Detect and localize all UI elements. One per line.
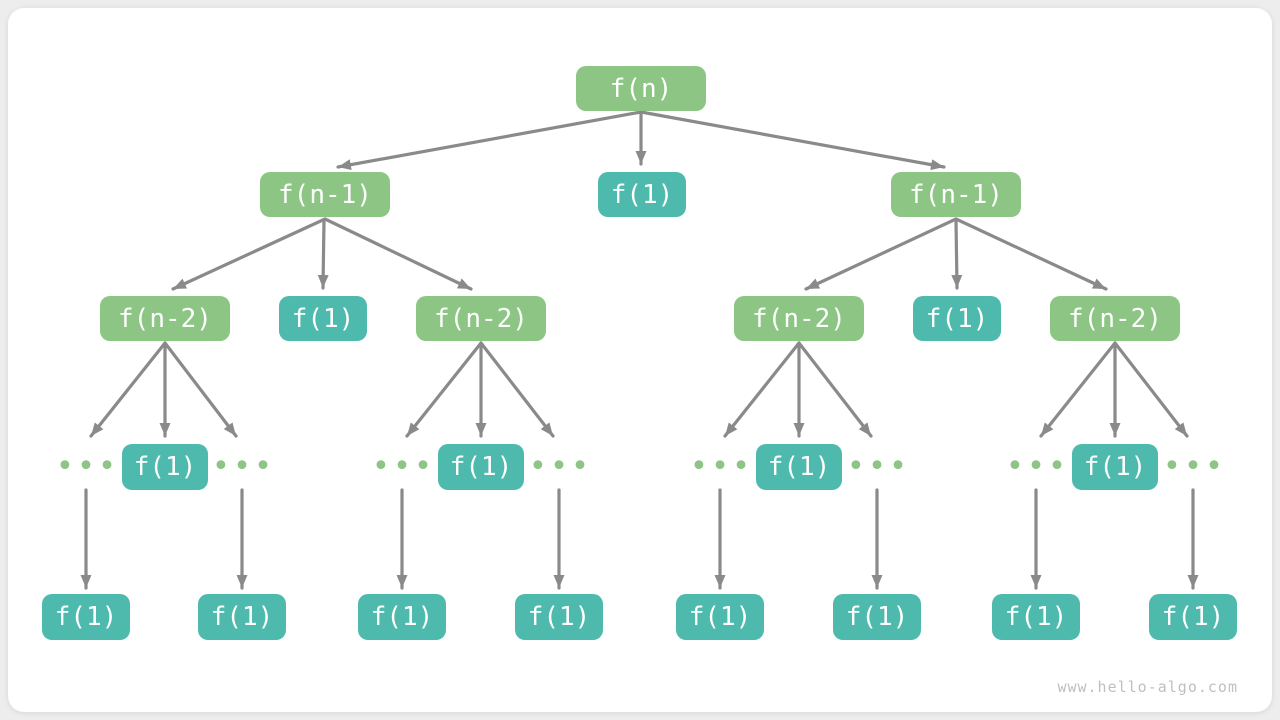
tree-node-f-n-2: f(n-2): [100, 296, 230, 341]
tree-node-f-1: f(1): [756, 444, 842, 490]
tree-node-f-1-leaf: f(1): [42, 594, 130, 640]
ellipsis: •••: [371, 449, 436, 484]
tree-node-f-n-1-right: f(n-1): [891, 172, 1021, 217]
tree-node-f-1: f(1): [1072, 444, 1158, 490]
tree-node-f-1: f(1): [279, 296, 367, 341]
ellipsis: •••: [211, 449, 276, 484]
tree-node-f-1: f(1): [913, 296, 1001, 341]
tree-node-f-n-2: f(n-2): [1050, 296, 1180, 341]
tree-node-f-n: f(n): [576, 66, 706, 111]
tree-node-f-1: f(1): [122, 444, 208, 490]
tree-node-f-1-leaf: f(1): [992, 594, 1080, 640]
tree-node-f-1-leaf: f(1): [1149, 594, 1237, 640]
ellipsis: •••: [1162, 449, 1227, 484]
tree-node-f-n-2: f(n-2): [416, 296, 546, 341]
tree-node-f-1-leaf: f(1): [358, 594, 446, 640]
ellipsis: •••: [689, 449, 754, 484]
tree-node-f-1-mid: f(1): [598, 172, 686, 217]
tree-node-f-n-2: f(n-2): [734, 296, 864, 341]
tree-node-f-1-leaf: f(1): [676, 594, 764, 640]
ellipsis: •••: [1005, 449, 1070, 484]
tree-node-f-1-leaf: f(1): [515, 594, 603, 640]
ellipsis: •••: [846, 449, 911, 484]
tree-node-f-1-leaf: f(1): [833, 594, 921, 640]
tree-node-f-n-1-left: f(n-1): [260, 172, 390, 217]
tree-node-f-1-leaf: f(1): [198, 594, 286, 640]
ellipsis: •••: [55, 449, 120, 484]
watermark: www.hello-algo.com: [1057, 678, 1238, 696]
tree-node-f-1: f(1): [438, 444, 524, 490]
ellipsis: •••: [528, 449, 593, 484]
